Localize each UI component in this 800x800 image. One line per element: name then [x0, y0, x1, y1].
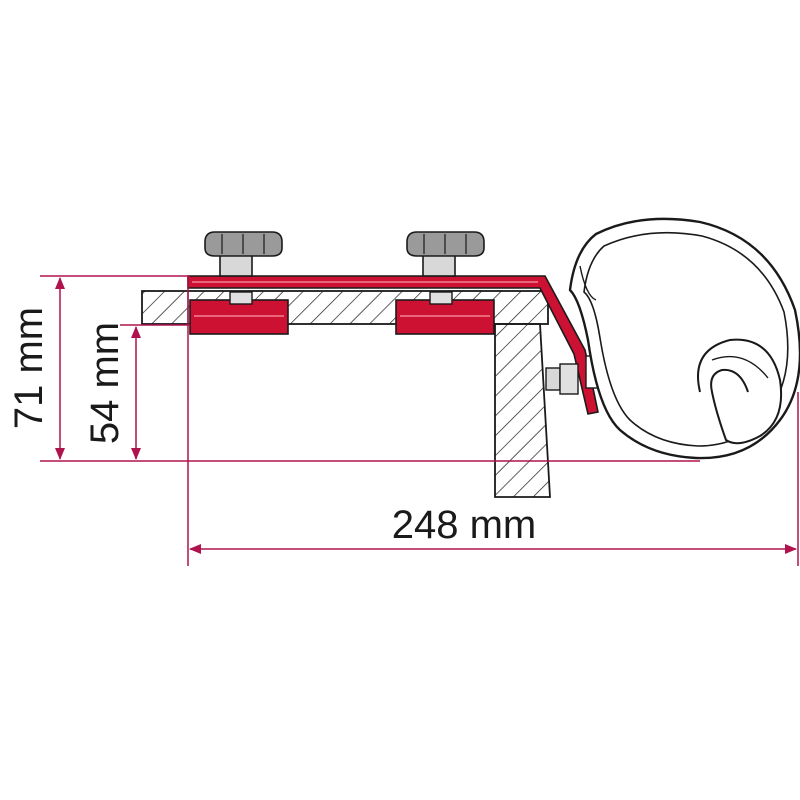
knob-right-icon — [406, 231, 485, 277]
dimension-label-71: 71 mm — [7, 307, 51, 429]
knob-left-icon — [204, 231, 283, 277]
side-bolt-icon — [545, 355, 599, 395]
mounting-bracket — [187, 275, 599, 415]
nut-left — [229, 291, 253, 305]
bracket-plate — [187, 275, 599, 415]
dimension-label-54: 54 mm — [83, 322, 127, 444]
dimension-label-248: 248 mm — [392, 503, 537, 547]
awning-case — [568, 217, 800, 460]
nut-right — [429, 291, 453, 305]
awning-roller — [697, 338, 783, 445]
dimension-lines — [40, 275, 799, 566]
roof-gutter-leg — [494, 323, 551, 498]
